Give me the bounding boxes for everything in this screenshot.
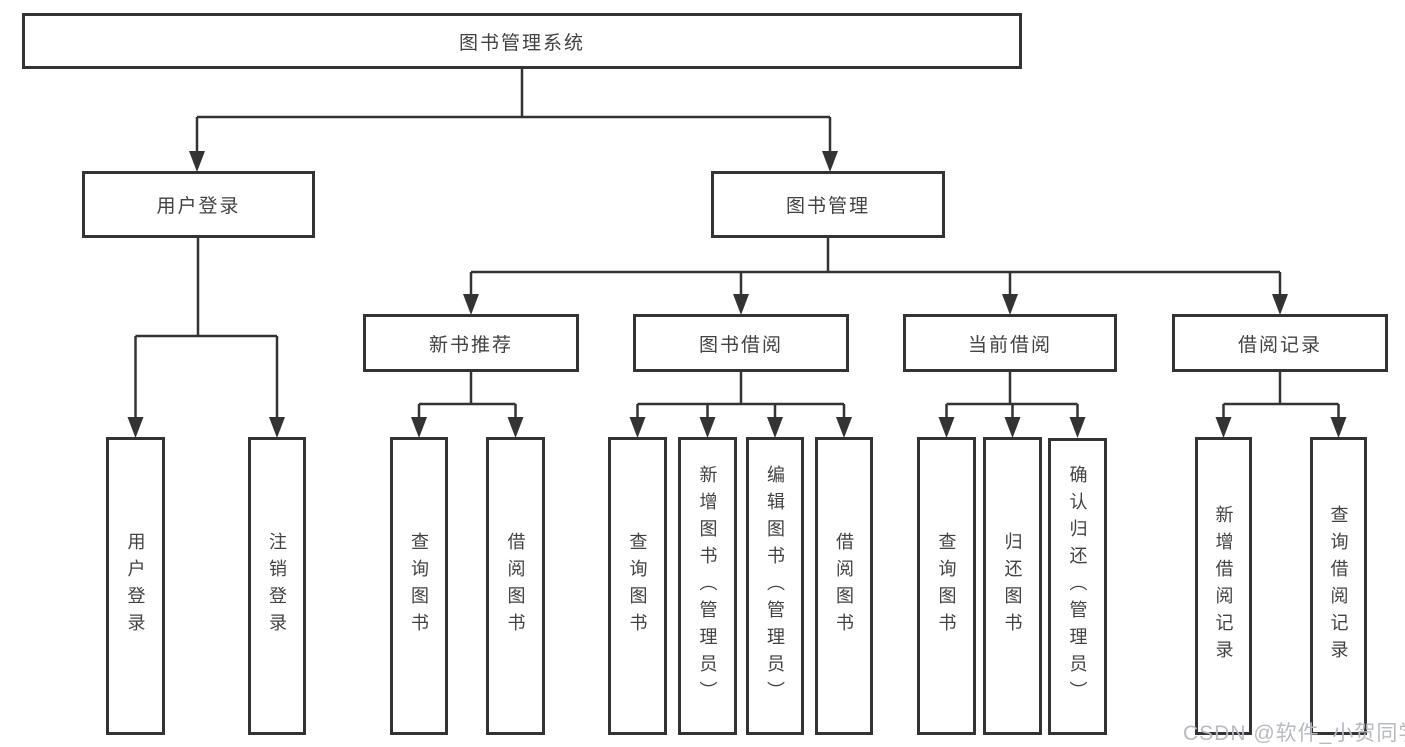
leaf-query-books-borrowing-label: 查询图书 — [627, 532, 648, 640]
node-book-borrowing-label: 图书借阅 — [698, 334, 783, 356]
node-root-label: 图书管理系统 — [458, 32, 585, 54]
leaf-logout: 注销登录 — [248, 437, 306, 735]
node-user-login-label: 用户登录 — [156, 196, 241, 217]
node-new-book-recommend-label: 新书推荐 — [428, 334, 513, 356]
leaf-user-login: 用户登录 — [106, 437, 165, 735]
leaf-borrow-books-borrowing-label: 借阅图书 — [834, 532, 854, 640]
leaf-query-books-current-label: 查询图书 — [936, 532, 957, 640]
node-borrowing-records-label: 借阅记录 — [1237, 334, 1322, 356]
leaf-query-books-current: 查询图书 — [917, 437, 976, 735]
leaf-return-book-label: 归还图书 — [1002, 532, 1023, 640]
leaf-add-borrow-record: 新增借阅记录 — [1195, 437, 1252, 735]
leaf-add-borrow-record-label: 新增借阅记录 — [1213, 505, 1234, 667]
node-book-borrowing: 图书借阅 — [633, 314, 849, 372]
leaf-query-books-recommend-label: 查询图书 — [409, 532, 429, 640]
leaf-return-book: 归还图书 — [983, 437, 1042, 735]
leaf-add-book-admin: 新增图书（管理员） — [678, 437, 737, 735]
leaf-edit-book-admin-label: 编辑图书（管理员） — [765, 464, 785, 708]
node-book-management-label: 图书管理 — [785, 196, 870, 217]
node-root: 图书管理系统 — [22, 13, 1022, 69]
leaf-borrow-books-recommend-label: 借阅图书 — [505, 532, 526, 640]
leaf-query-borrow-record-label: 查询借阅记录 — [1328, 505, 1349, 667]
node-current-borrowing-label: 当前借阅 — [967, 334, 1052, 356]
node-borrowing-records: 借阅记录 — [1172, 314, 1388, 372]
leaf-borrow-books-borrowing: 借阅图书 — [815, 437, 873, 735]
leaf-user-login-label: 用户登录 — [125, 532, 146, 640]
leaf-confirm-return-admin-label: 确认归还（管理员） — [1067, 465, 1088, 708]
leaf-query-books-borrowing: 查询图书 — [608, 437, 667, 735]
node-user-login: 用户登录 — [82, 171, 315, 238]
leaf-confirm-return-admin: 确认归还（管理员） — [1048, 438, 1107, 735]
leaf-edit-book-admin: 编辑图书（管理员） — [746, 437, 804, 735]
leaf-add-book-admin-label: 新增图书（管理员） — [697, 464, 718, 708]
leaf-query-borrow-record: 查询借阅记录 — [1310, 437, 1367, 735]
leaf-borrow-books-recommend: 借阅图书 — [486, 437, 545, 735]
leaf-query-books-recommend: 查询图书 — [390, 437, 448, 735]
node-book-management: 图书管理 — [711, 171, 945, 238]
node-current-borrowing: 当前借阅 — [903, 314, 1117, 372]
watermark: CSDN @软件_小贺同学 — [1183, 722, 1405, 745]
leaf-logout-label: 注销登录 — [267, 532, 287, 640]
node-new-book-recommend: 新书推荐 — [363, 314, 579, 372]
